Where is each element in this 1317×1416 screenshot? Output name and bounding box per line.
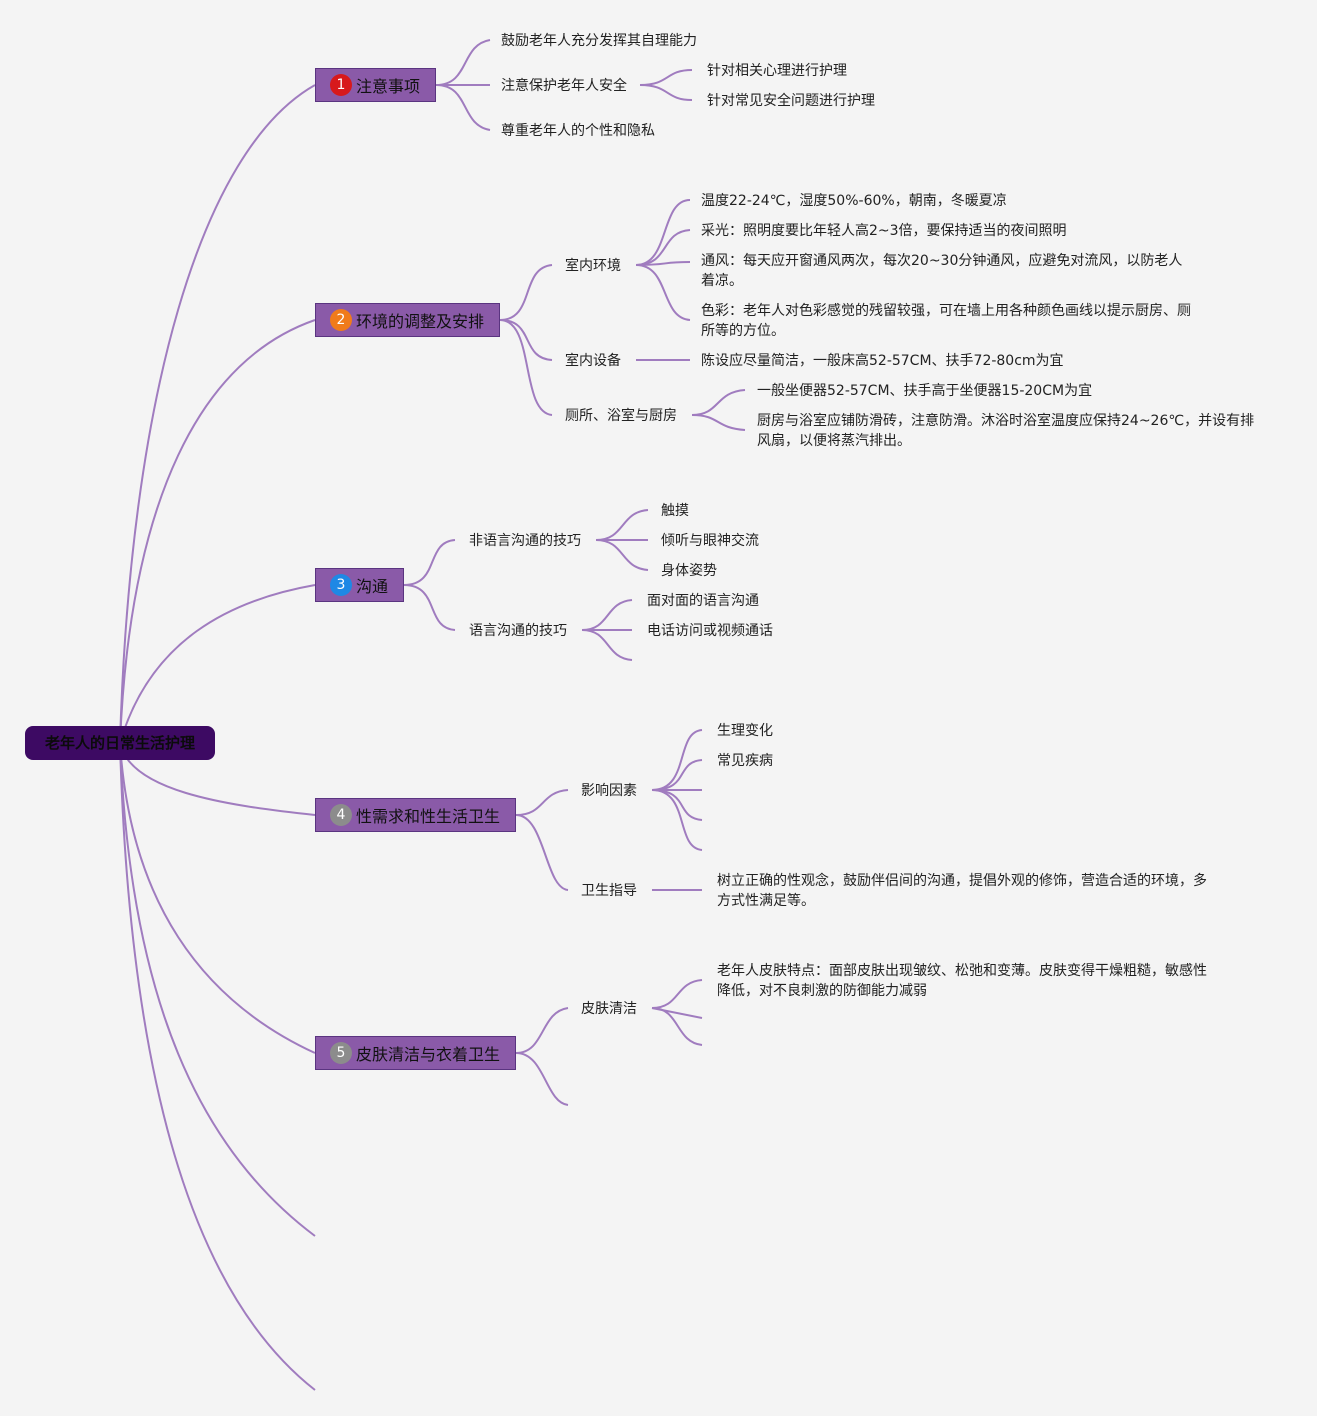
topic-label: 性需求和性生活卫生 — [356, 807, 501, 826]
number-badge-icon: 1 — [330, 74, 352, 96]
node-safety[interactable]: 注意保护老年人安全 — [501, 78, 627, 94]
number-badge-icon: 3 — [330, 574, 352, 596]
node-skin-features[interactable]: 老年人皮肤特点：面部皮肤出现皱纹、松弛和变薄。皮肤变得干燥粗糙，敏感性降低，对不… — [717, 963, 1207, 999]
topic-label: 沟通 — [356, 577, 389, 596]
node-face-to-face[interactable]: 面对面的语言沟通 — [647, 593, 759, 609]
node-indoor-equipment[interactable]: 室内设备 — [565, 353, 621, 369]
root-topic[interactable]: 老年人的日常生活护理 — [25, 726, 215, 760]
node-hygiene-guidance[interactable]: 卫生指导 — [581, 883, 637, 899]
node-toilet[interactable]: 一般坐便器52-57CM、扶手高于坐便器15-20CM为宜 — [757, 383, 1093, 399]
node-skin-cleaning[interactable]: 皮肤清洁 — [581, 1001, 637, 1017]
topic-communication[interactable]: 3 沟通 — [315, 568, 404, 602]
number-badge-icon: 5 — [330, 1042, 352, 1064]
node-bathroom-kitchen[interactable]: 厕所、浴室与厨房 — [565, 408, 677, 424]
node-psych-care[interactable]: 针对相关心理进行护理 — [707, 63, 847, 79]
topic-sexual-health[interactable]: 4 性需求和性生活卫生 — [315, 798, 516, 832]
node-verbal[interactable]: 语言沟通的技巧 — [469, 623, 567, 639]
node-touch[interactable]: 触摸 — [661, 503, 689, 519]
node-privacy[interactable]: 尊重老年人的个性和隐私 — [501, 123, 655, 139]
topic-label: 注意事项 — [356, 77, 421, 96]
node-anti-slip[interactable]: 厨房与浴室应铺防滑砖，注意防滑。沐浴时浴室温度应保持24~26℃，并设有排风扇，… — [757, 413, 1255, 449]
topic-skin-clothing[interactable]: 5 皮肤清洁与衣着卫生 — [315, 1036, 516, 1070]
node-nonverbal[interactable]: 非语言沟通的技巧 — [469, 533, 581, 549]
node-indoor-env[interactable]: 室内环境 — [565, 258, 621, 274]
node-lighting[interactable]: 采光：照明度要比年轻人高2~3倍，要保持适当的夜间照明 — [701, 223, 1067, 239]
topic-label: 皮肤清洁与衣着卫生 — [356, 1045, 501, 1064]
node-phone-video[interactable]: 电话访问或视频通话 — [647, 623, 773, 639]
node-posture[interactable]: 身体姿势 — [661, 563, 717, 579]
topic-environment[interactable]: 2 环境的调整及安排 — [315, 303, 500, 337]
node-temperature[interactable]: 温度22-24℃，湿度50%-60%，朝南，冬暖夏凉 — [701, 193, 1007, 209]
node-factors[interactable]: 影响因素 — [581, 783, 637, 799]
node-diseases[interactable]: 常见疾病 — [717, 753, 773, 769]
node-safety-issues[interactable]: 针对常见安全问题进行护理 — [707, 93, 875, 109]
number-badge-icon: 2 — [330, 309, 352, 331]
node-guidance-detail[interactable]: 树立正确的性观念，鼓励伴侣间的沟通，提倡外观的修饰，营造合适的环境，多方式性满足… — [717, 873, 1207, 909]
node-listening[interactable]: 倾听与眼神交流 — [661, 533, 759, 549]
node-physiology[interactable]: 生理变化 — [717, 723, 773, 739]
node-color[interactable]: 色彩：老年人对色彩感觉的残留较强，可在墙上用各种颜色画线以提示厨房、厕所等的方位… — [701, 303, 1191, 339]
number-badge-icon: 4 — [330, 804, 352, 826]
node-furniture[interactable]: 陈设应尽量简洁，一般床高52-57CM、扶手72-80cm为宜 — [701, 353, 1064, 369]
topic-label: 环境的调整及安排 — [356, 312, 485, 331]
node-ventilation[interactable]: 通风：每天应开窗通风两次，每次20~30分钟通风，应避免对流风，以防老人着凉。 — [701, 253, 1183, 289]
topic-precautions[interactable]: 1 注意事项 — [315, 68, 436, 102]
node-encourage-self-care[interactable]: 鼓励老年人充分发挥其自理能力 — [501, 33, 697, 49]
